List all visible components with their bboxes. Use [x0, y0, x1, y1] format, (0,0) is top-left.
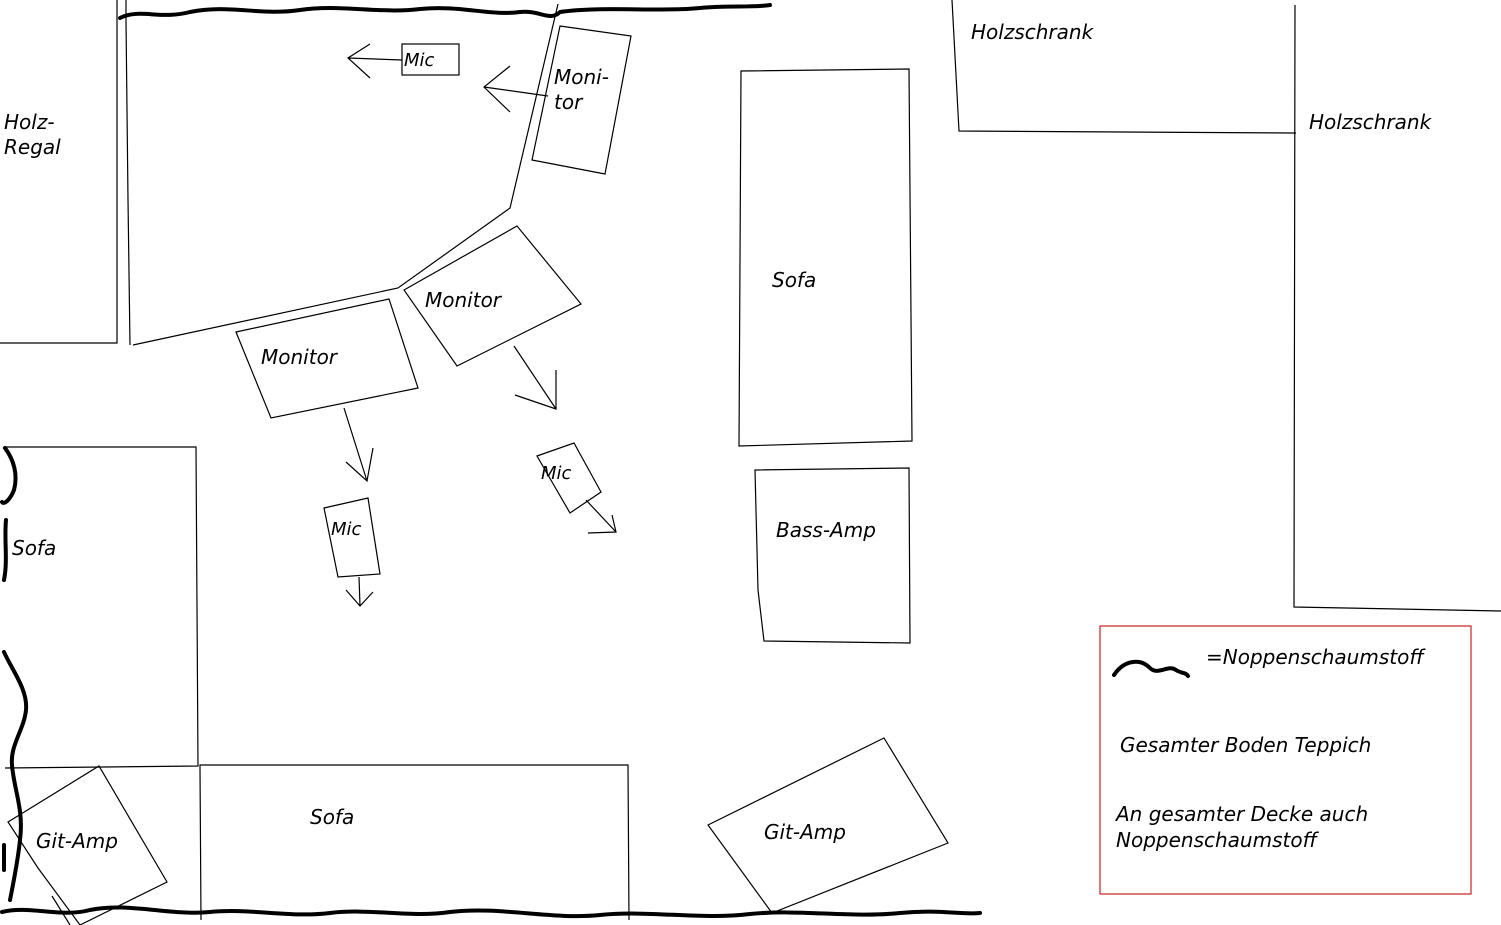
monitor-center	[403, 225, 582, 367]
mic-center	[536, 442, 602, 514]
git-amp-left-label: Git-Amp	[36, 829, 118, 853]
legend-ceiling-note-2: Noppenschaumstoff	[1116, 828, 1320, 852]
git-amp-left-detail	[51, 895, 71, 925]
monitor-left	[235, 298, 419, 419]
git-amp-left	[7, 765, 168, 925]
mic-left	[323, 497, 381, 578]
bass-amp	[754, 467, 911, 644]
foam-wall-bottom	[0, 905, 982, 919]
git-amp-right-label: Git-Amp	[764, 820, 846, 844]
holzschrank-right-label: Holzschrank	[1309, 110, 1433, 134]
holz-regal-label-1: Holz-	[4, 110, 55, 134]
holz-regal-inner-line	[125, 0, 131, 346]
legend-foam-label: =Noppenschaumstoff	[1206, 645, 1426, 669]
foam-wall-left-lower	[2, 650, 29, 902]
sofa-bottom-label: Sofa	[310, 805, 354, 829]
monitor-top-label-2: tor	[554, 90, 584, 114]
sofa-right	[738, 68, 913, 447]
foam-wall-left-mid	[2, 518, 8, 582]
git-amp-right	[707, 737, 949, 914]
holzschrank-top-label: Holzschrank	[971, 20, 1095, 44]
mic-left-arrow	[345, 576, 374, 607]
monitor-top-label-1: Moni-	[554, 65, 609, 89]
sofa-bottom	[199, 764, 630, 921]
monitor-left-arrow	[343, 407, 374, 483]
mic-left-label: Mic	[331, 519, 362, 540]
monitor-top-arrow	[483, 65, 549, 113]
sofa-left-label: Sofa	[12, 536, 56, 560]
holzschrank-right	[1293, 4, 1501, 612]
monitor-left-label: Monitor	[261, 345, 339, 369]
legend-ceiling-note-1: An gesamter Decke auch	[1114, 802, 1368, 826]
legend-floor-note: Gesamter Boden Teppich	[1120, 733, 1371, 757]
foam-wall-top	[118, 3, 772, 20]
holz-regal-outline	[0, 0, 118, 344]
mic-center-label: Mic	[541, 463, 572, 484]
sofa-right-label: Sofa	[772, 268, 816, 292]
mic-top-label: Mic	[404, 50, 435, 71]
legend-foam-symbol	[1112, 659, 1190, 678]
monitor-top	[531, 25, 632, 175]
platform-outline	[132, 3, 559, 346]
legend-box	[1099, 625, 1472, 895]
holzschrank-top	[951, 0, 1297, 134]
bass-amp-label: Bass-Amp	[776, 518, 876, 542]
mic-top-arrow	[347, 43, 403, 79]
holz-regal-label-2: Regal	[4, 135, 61, 159]
monitor-center-label: Monitor	[425, 288, 503, 312]
monitor-center-arrow	[513, 345, 557, 410]
foam-wall-left-upper	[0, 446, 18, 505]
mic-center-arrow	[585, 499, 617, 534]
sofa-left	[4, 446, 199, 769]
